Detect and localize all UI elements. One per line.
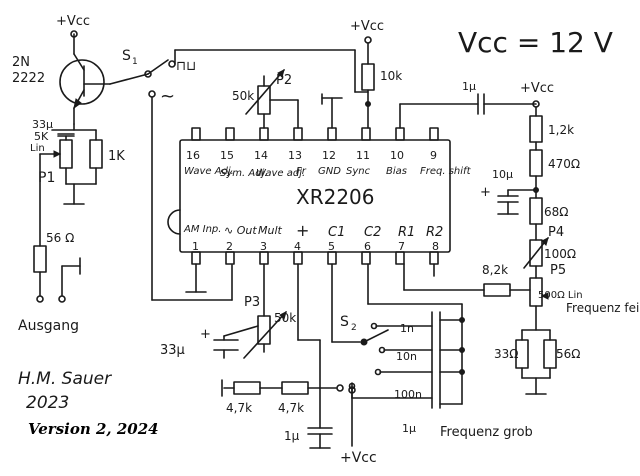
func-c2: C2 — [364, 225, 381, 240]
switch-s2-label: S — [340, 314, 349, 330]
func-fr: Fr — [296, 166, 307, 177]
func-plus: + — [296, 221, 309, 240]
r33-label: 33Ω — [494, 347, 518, 361]
r47a-label: 4,7k — [226, 401, 252, 415]
switch-s1-sub: 1 — [132, 57, 138, 67]
p1-lin-label: Lin — [30, 143, 45, 154]
year-label: 2023 — [26, 393, 69, 413]
func-bias: Bias — [386, 166, 407, 177]
func-wave-adj-16: Wave Adj. — [184, 166, 234, 177]
xr2206-ic-body — [179, 139, 451, 253]
r68-label: 68Ω — [544, 205, 568, 219]
author-label: H.M. Sauer — [18, 369, 112, 389]
ic-bottom-pins — [191, 251, 439, 265]
func-sync: Sync — [346, 166, 371, 177]
r47b-label: 4,7k — [278, 401, 304, 415]
vcc-10k-label: +Vcc — [350, 19, 384, 34]
func-gnd: GND — [318, 166, 341, 177]
pin-12: 12 — [322, 149, 336, 162]
r10k-label: 10k — [380, 69, 402, 83]
plus-sign-33u: + — [200, 327, 211, 342]
cap-1u-label: 1µ — [402, 422, 416, 435]
func-sym-adj: Sym. Adj. — [220, 168, 268, 179]
c33u-bottom-label: 33µ — [160, 343, 185, 358]
p1-value-label: 5K — [34, 130, 49, 143]
freq-coarse-label: Frequenz grob — [440, 425, 533, 440]
p3-label: P3 — [244, 295, 260, 310]
cap-10n-label: 10n — [396, 350, 417, 363]
plus-sign-10u: + — [480, 185, 491, 200]
p2-label: P2 — [276, 73, 292, 88]
pin-9: 9 — [430, 149, 437, 162]
pin-8: 8 — [432, 240, 439, 253]
func-freq-shift: Freq. shift — [420, 166, 472, 177]
func-am-inp: AM Inp. — [183, 224, 221, 235]
func-r2: R2 — [426, 225, 443, 240]
p1-label: P1 — [38, 170, 55, 186]
pin-13: 13 — [288, 149, 302, 162]
vcc-bottom-label: +Vcc — [340, 450, 377, 466]
c1u-top-label: 1µ — [462, 80, 476, 93]
pin-6: 6 — [364, 240, 371, 253]
cap-100n-label: 100n — [394, 388, 422, 401]
p4-value-label: 100Ω — [544, 247, 576, 261]
p5-value-label: 500Ω Lin — [538, 290, 583, 301]
c10u-label: 10µ — [492, 168, 513, 181]
pin-14: 14 — [254, 149, 268, 162]
r1k-label: 1K — [108, 149, 125, 164]
pin-2: 2 — [226, 240, 233, 253]
pin-4: 4 — [294, 240, 301, 253]
transistor-number-label: 2222 — [12, 71, 45, 86]
switch-s2-sub: 2 — [351, 323, 357, 333]
emitter-cap-label: 33µ — [32, 118, 53, 131]
freq-fine-label: Frequenz fein — [566, 301, 640, 315]
r470-label: 470Ω — [548, 157, 580, 171]
ic-top-pins — [191, 127, 439, 141]
ic-name: XR2206 — [296, 185, 375, 209]
r56-output-label: 56 Ω — [46, 231, 74, 245]
transistor-type-label: 2N — [12, 55, 30, 70]
func-c1: C1 — [328, 225, 345, 240]
func-wave-adj-14: Wave adj. — [256, 168, 305, 179]
vcc-right-label: +Vcc — [520, 81, 554, 96]
p3-value-label: 50k — [274, 311, 296, 325]
func-mult: Mult — [258, 224, 283, 237]
p2-value-label: 50k — [232, 89, 254, 103]
pin-10: 10 — [390, 149, 404, 162]
output-label: Ausgang — [18, 318, 79, 334]
pin-11: 11 — [356, 149, 370, 162]
r82k-label: 8,2k — [482, 263, 508, 277]
pin-3: 3 — [260, 240, 267, 253]
square-wave-symbol: ⊓⊔ — [176, 59, 196, 74]
r1k2-label: 1,2k — [548, 123, 574, 137]
transistor-2n2222 — [59, 30, 111, 125]
pin-1: 1 — [192, 240, 199, 253]
p5-label: P5 — [550, 263, 566, 278]
supply-voltage-formula: Vcc = 12 V — [458, 26, 613, 59]
r56b-label: 56Ω — [556, 347, 580, 361]
pin-7: 7 — [398, 240, 405, 253]
pin-16: 16 — [186, 149, 200, 162]
sine-wave-symbol: ~ — [160, 86, 175, 107]
func-r1: R1 — [398, 225, 415, 240]
c1u-bottom-label: 1µ — [284, 429, 300, 443]
cap-1n-label: 1n — [400, 322, 414, 335]
func-sine-out: ∿ Out — [224, 224, 257, 237]
switch-s1-label: S — [122, 48, 131, 64]
vcc-transistor-label: +Vcc — [56, 14, 90, 29]
pin-15: 15 — [220, 149, 234, 162]
version-label: Version 2, 2024 — [28, 420, 159, 438]
p4-label: P4 — [548, 225, 564, 240]
pin-5: 5 — [328, 240, 335, 253]
